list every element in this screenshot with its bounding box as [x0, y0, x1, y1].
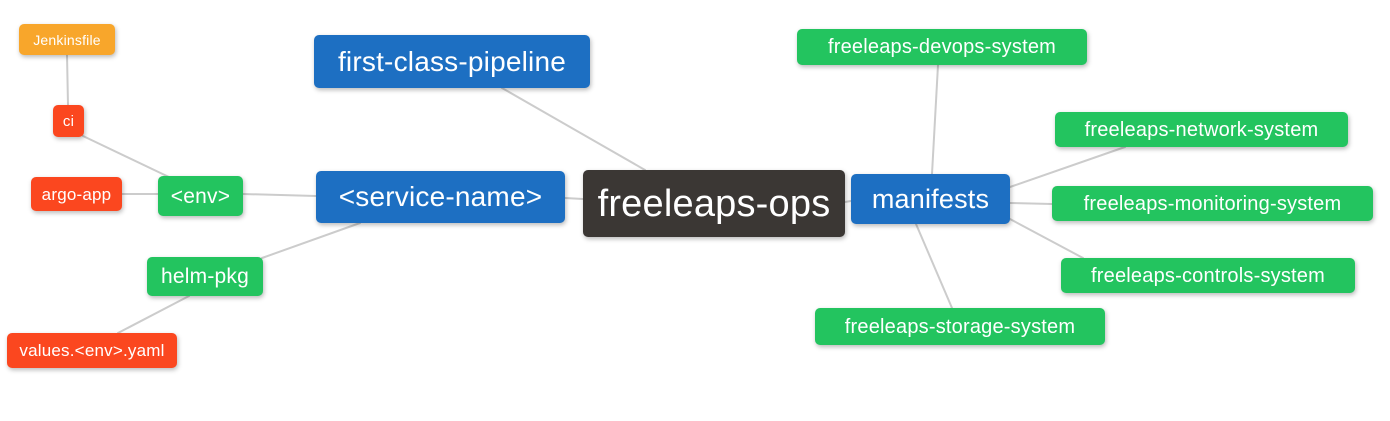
node-freeleaps-controls-system[interactable]: freeleaps-controls-system	[1061, 258, 1355, 293]
edge-service-name-to-freeleaps-ops	[564, 197, 584, 200]
node-first-class-pipeline[interactable]: first-class-pipeline	[314, 35, 590, 88]
node-helm-pkg[interactable]: helm-pkg	[147, 257, 263, 296]
node-manifests[interactable]: manifests	[851, 174, 1010, 224]
edge-env-to-service-name	[242, 193, 317, 197]
edge-manifests-to-freeleaps-storage-system	[915, 223, 953, 309]
edge-manifests-to-freeleaps-network-system	[1009, 146, 1126, 188]
node-freeleaps-devops-system[interactable]: freeleaps-devops-system	[797, 29, 1087, 65]
node-freeleaps-network-system[interactable]: freeleaps-network-system	[1055, 112, 1348, 147]
edge-manifests-to-freeleaps-monitoring-system	[1009, 202, 1053, 205]
node-values-env-yaml[interactable]: values.<env>.yaml	[7, 333, 177, 368]
node-service-name[interactable]: <service-name>	[316, 171, 565, 223]
node-freeleaps-monitoring-system[interactable]: freeleaps-monitoring-system	[1052, 186, 1373, 221]
edge-ci-to-env	[82, 135, 172, 179]
edge-helm-pkg-to-values-env-yaml	[117, 295, 190, 334]
node-argo-app[interactable]: argo-app	[31, 177, 122, 211]
node-env[interactable]: <env>	[158, 176, 243, 216]
node-freeleaps-ops[interactable]: freeleaps-ops	[583, 170, 845, 237]
edge-service-name-to-helm-pkg	[261, 222, 361, 259]
edge-jenkinsfile-to-ci	[66, 54, 69, 106]
edge-manifests-to-freeleaps-controls-system	[1009, 218, 1084, 259]
node-freeleaps-storage-system[interactable]: freeleaps-storage-system	[815, 308, 1105, 345]
edge-first-class-pipeline-to-freeleaps-ops	[501, 87, 646, 171]
node-ci[interactable]: ci	[53, 105, 84, 137]
edge-manifests-to-freeleaps-devops-system	[931, 64, 939, 175]
node-jenkinsfile[interactable]: Jenkinsfile	[19, 24, 115, 55]
